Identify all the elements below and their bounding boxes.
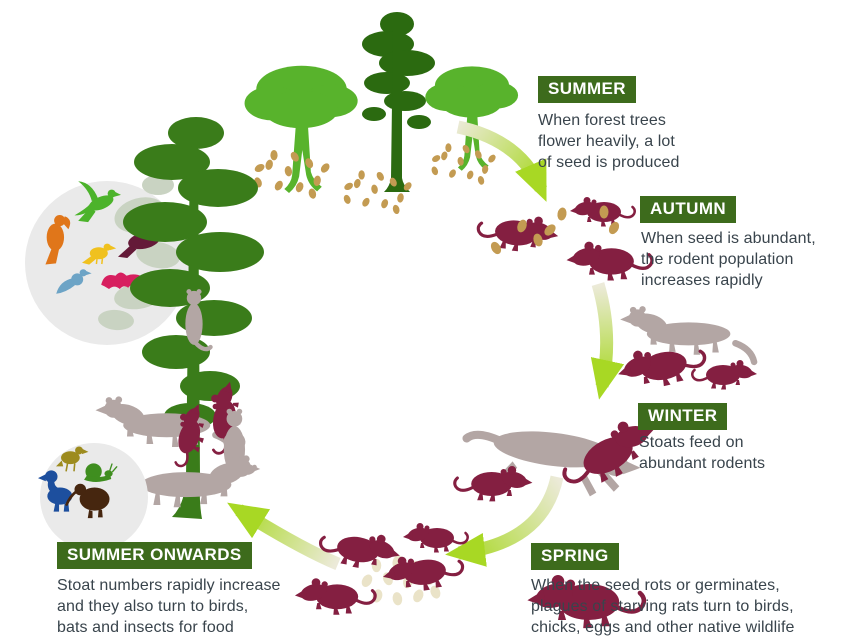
stage-label-summer-onwards: SUMMER ONWARDS <box>57 542 252 569</box>
stage-label-spring: SPRING <box>531 543 619 570</box>
stage-label-summer: SUMMER <box>538 76 636 103</box>
stage-description-summer: When forest trees flower heavily, a lot … <box>538 112 680 171</box>
arrow-autumn-to-winter <box>590 282 625 400</box>
tall-dark-tree-icon <box>362 12 435 192</box>
stage-label-winter: WINTER <box>638 403 728 430</box>
arrow-spring-to-summer-onwards <box>227 502 341 570</box>
broadleaf-tree-icon <box>244 65 358 193</box>
native-wildlife-circle-icon <box>25 175 189 345</box>
rodent-population-icon <box>474 195 654 283</box>
falling-seed-icon <box>342 170 414 215</box>
stage-description-spring: When the seed rots or germinates, plague… <box>531 577 795 636</box>
stoat-with-rodents-icon <box>612 306 759 397</box>
flowering-forest-trees-icon <box>244 12 519 215</box>
falling-seed-icon <box>252 150 332 200</box>
stage-label-autumn: AUTUMN <box>640 196 737 223</box>
broadleaf-tree-icon <box>425 66 519 171</box>
stage-description-winter: Stoats feed on abundant rodents <box>639 434 766 472</box>
stage-description-autumn: When seed is abundant, the rodent popula… <box>641 230 816 289</box>
arrow-winter-to-spring <box>445 475 564 567</box>
arrow-summer-to-autumn <box>456 120 547 202</box>
cycle-arrows <box>227 120 625 570</box>
stage-description-summer-onwards: Stoat numbers rapidly increase and they … <box>57 577 281 636</box>
native-ground-birds-circle-icon <box>38 443 148 551</box>
